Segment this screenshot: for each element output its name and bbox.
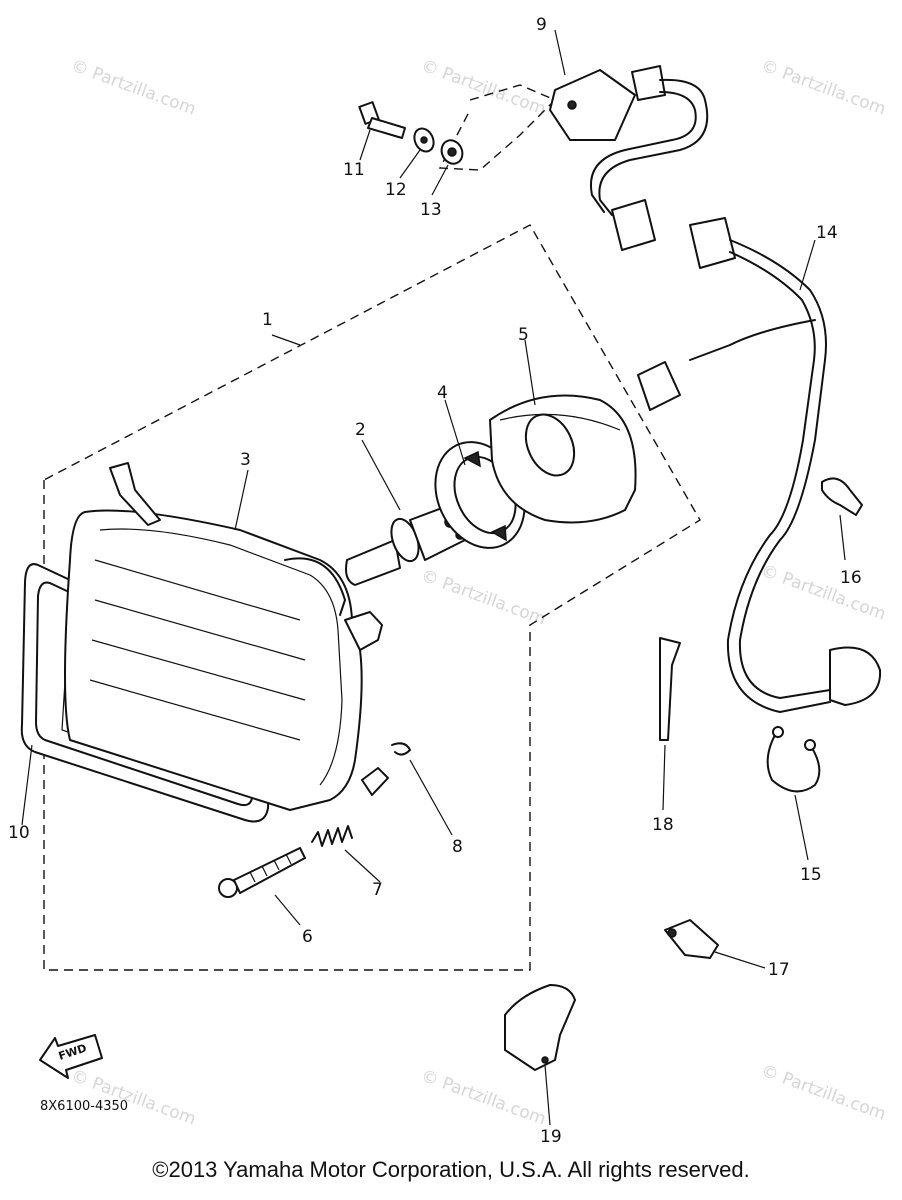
tie-strap[interactable] [659,637,681,741]
nut[interactable] [438,137,466,167]
part-label-7: 7 [372,880,383,900]
bracket[interactable] [504,984,576,1071]
part-label-2: 2 [355,420,366,440]
assembly-boundary [43,224,701,971]
part-label-12: 12 [385,180,407,200]
cable-band[interactable] [821,477,863,516]
part-label-3: 3 [240,450,251,470]
clip[interactable] [391,742,411,756]
watermark: © Partzilla.com [68,56,198,120]
part-label-10: 10 [8,823,30,843]
part-label-14: 14 [816,223,838,243]
part-label-17: 17 [768,960,790,980]
part-label-6: 6 [302,927,313,947]
holder[interactable] [664,919,719,959]
part-label-13: 13 [420,200,442,220]
watermark: © Partzilla.com [758,1061,888,1125]
copyright-notice: ©2013 Yamaha Motor Corporation, U.S.A. A… [152,1157,750,1182]
fastener-group-boundary [438,84,557,171]
part-label-1: 1 [262,310,273,330]
fwd-arrow-icon: FWD [39,1034,103,1079]
part-label-11: 11 [343,160,365,180]
bolt[interactable] [358,101,406,139]
bulb-cover[interactable] [489,394,637,524]
watermark: © Partzilla.com [418,566,548,630]
washer[interactable] [411,125,437,154]
diagram-code: 8X6100-4350 [40,1099,128,1114]
part-label-5: 5 [518,325,529,345]
part-label-15: 15 [800,865,822,885]
leader-lines [21,29,846,1126]
watermark: © Partzilla.com [68,1066,198,1130]
part-label-4: 4 [437,383,448,403]
part-labels: 1 2 3 4 5 6 7 8 9 10 11 12 13 14 15 16 1… [8,15,862,1147]
watermark: © Partzilla.com [418,1066,548,1130]
adjusting-spring[interactable] [311,825,353,847]
part-label-18: 18 [652,815,674,835]
watermark: © Partzilla.com [758,561,888,625]
headlight-unit[interactable] [64,462,389,811]
part-label-16: 16 [840,568,862,588]
adjusting-screw[interactable] [218,847,306,898]
part-label-9: 9 [536,15,547,35]
clamp[interactable] [766,726,821,793]
watermark: © Partzilla.com [758,56,888,120]
watermark: © Partzilla.com [418,56,548,120]
wire-harness[interactable] [637,217,882,713]
part-label-19: 19 [540,1127,562,1147]
light-switch[interactable] [549,65,709,251]
part-label-8: 8 [452,837,463,857]
